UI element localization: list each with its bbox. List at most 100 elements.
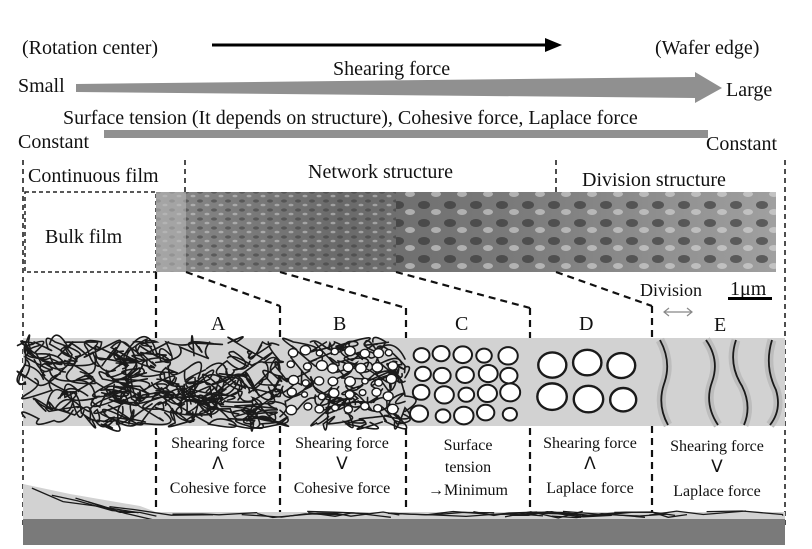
- fiber-strand: [322, 405, 354, 431]
- pore: [385, 373, 398, 385]
- pore: [344, 389, 355, 400]
- fiber-strand: [127, 402, 164, 423]
- zone-e-relation: Shearing force ᐯ Laplace force: [670, 438, 764, 500]
- pore: [499, 382, 522, 403]
- pore: [330, 403, 340, 412]
- cross-section-fiber: [307, 510, 391, 518]
- pore: [537, 351, 568, 379]
- fiber-strand: [308, 340, 359, 363]
- fiber-strand: [100, 416, 121, 432]
- pore: [477, 364, 499, 384]
- cross-section-fiber: [241, 513, 340, 518]
- fiber-strand: [282, 337, 318, 368]
- pore: [285, 404, 298, 416]
- fiber-strand: [388, 367, 406, 391]
- fiber-strand: [240, 409, 278, 418]
- fiber-strand: [262, 369, 283, 399]
- pore: [475, 403, 496, 422]
- shearing-force-label: Shearing force: [333, 58, 450, 80]
- fiber-strand: [132, 340, 172, 364]
- continuous-film-label: Continuous film: [28, 165, 159, 187]
- fiber-strand: [101, 404, 139, 425]
- fiber-strand: [375, 345, 411, 379]
- fiber-strand: [344, 419, 383, 430]
- pore: [317, 392, 327, 401]
- cross-section-fiber: [31, 487, 139, 514]
- pore: [302, 362, 313, 371]
- substrate: [23, 519, 785, 545]
- fiber-strand: [63, 359, 96, 399]
- fiber-strand: [83, 405, 124, 429]
- pore: [571, 348, 603, 377]
- division-strands: [655, 337, 783, 428]
- fiber-strand: [227, 336, 272, 359]
- fiber-strand: [245, 407, 277, 425]
- pore: [330, 347, 340, 356]
- fiber-strand: [122, 341, 148, 362]
- fiber-strand: [33, 358, 96, 399]
- zone-d-relation-sign: ᐱ: [584, 454, 596, 473]
- division-label: Division: [640, 280, 702, 300]
- fiber-strand: [27, 344, 67, 373]
- zone-b-line1: Shearing force: [295, 435, 389, 452]
- fiber-strand: [114, 338, 160, 362]
- sem-image: [156, 192, 776, 272]
- pore: [606, 351, 637, 380]
- fiber-strand: [167, 361, 203, 386]
- fiber-strand: [21, 373, 61, 400]
- pore: [343, 375, 357, 387]
- pore: [315, 359, 329, 372]
- bulk-film-box: [24, 191, 157, 273]
- pore: [371, 387, 382, 397]
- pore: [452, 345, 474, 365]
- cross-section-fiber: [172, 511, 258, 516]
- direction-arrow-head: [545, 38, 562, 52]
- fiber-strand: [159, 366, 220, 410]
- pore: [455, 366, 475, 385]
- fiber-strand: [63, 341, 99, 360]
- cross-section-fiber: [333, 511, 400, 517]
- zone-b-label: B: [333, 313, 346, 335]
- fiber-strand: [335, 337, 380, 373]
- zone-b-line2: Cohesive force: [294, 480, 390, 497]
- fiber-strand: [114, 367, 148, 402]
- pore: [414, 365, 432, 382]
- zone-a-line1: Shearing force: [171, 435, 265, 452]
- pore: [300, 391, 309, 398]
- zone-d-relation: Shearing force ᐱ Laplace force: [543, 435, 637, 497]
- pore: [497, 346, 519, 366]
- constant-right-label: Constant: [706, 133, 778, 155]
- pore: [382, 391, 394, 402]
- fiber-strand: [35, 353, 97, 375]
- pore: [287, 374, 300, 386]
- fiber-strand: [164, 340, 203, 362]
- pore: [361, 377, 369, 385]
- fiber-strand: [127, 403, 153, 425]
- zone-a-relation: Shearing force ᐱ Cohesive force: [170, 435, 266, 497]
- pore: [286, 387, 298, 397]
- pore: [386, 403, 399, 415]
- fiber-strand: [226, 355, 281, 386]
- zone-d-line1: Shearing force: [543, 435, 637, 452]
- small-label: Small: [18, 75, 65, 97]
- fiber-strand: [269, 357, 288, 383]
- division-strand: [767, 339, 779, 426]
- fiber-strand: [211, 350, 249, 385]
- zone-c-relation: Surface tension →Minimum: [428, 437, 509, 499]
- cross-section-fiber: [109, 506, 214, 516]
- fiber-strand: [248, 340, 270, 360]
- cross-section-fiber: [390, 510, 485, 516]
- pore: [299, 344, 312, 356]
- pore: [343, 404, 354, 414]
- fiber-strand: [201, 393, 245, 415]
- pore: [475, 347, 493, 364]
- fiber-strand: [32, 397, 54, 412]
- division-strand: [705, 339, 719, 426]
- rotation-center-label: (Rotation center): [22, 37, 158, 59]
- fiber-strand: [61, 391, 85, 418]
- pore: [358, 388, 367, 397]
- pore: [327, 376, 339, 387]
- pore: [501, 406, 518, 422]
- fiber-strand: [154, 341, 211, 364]
- constant-bar: [104, 130, 708, 138]
